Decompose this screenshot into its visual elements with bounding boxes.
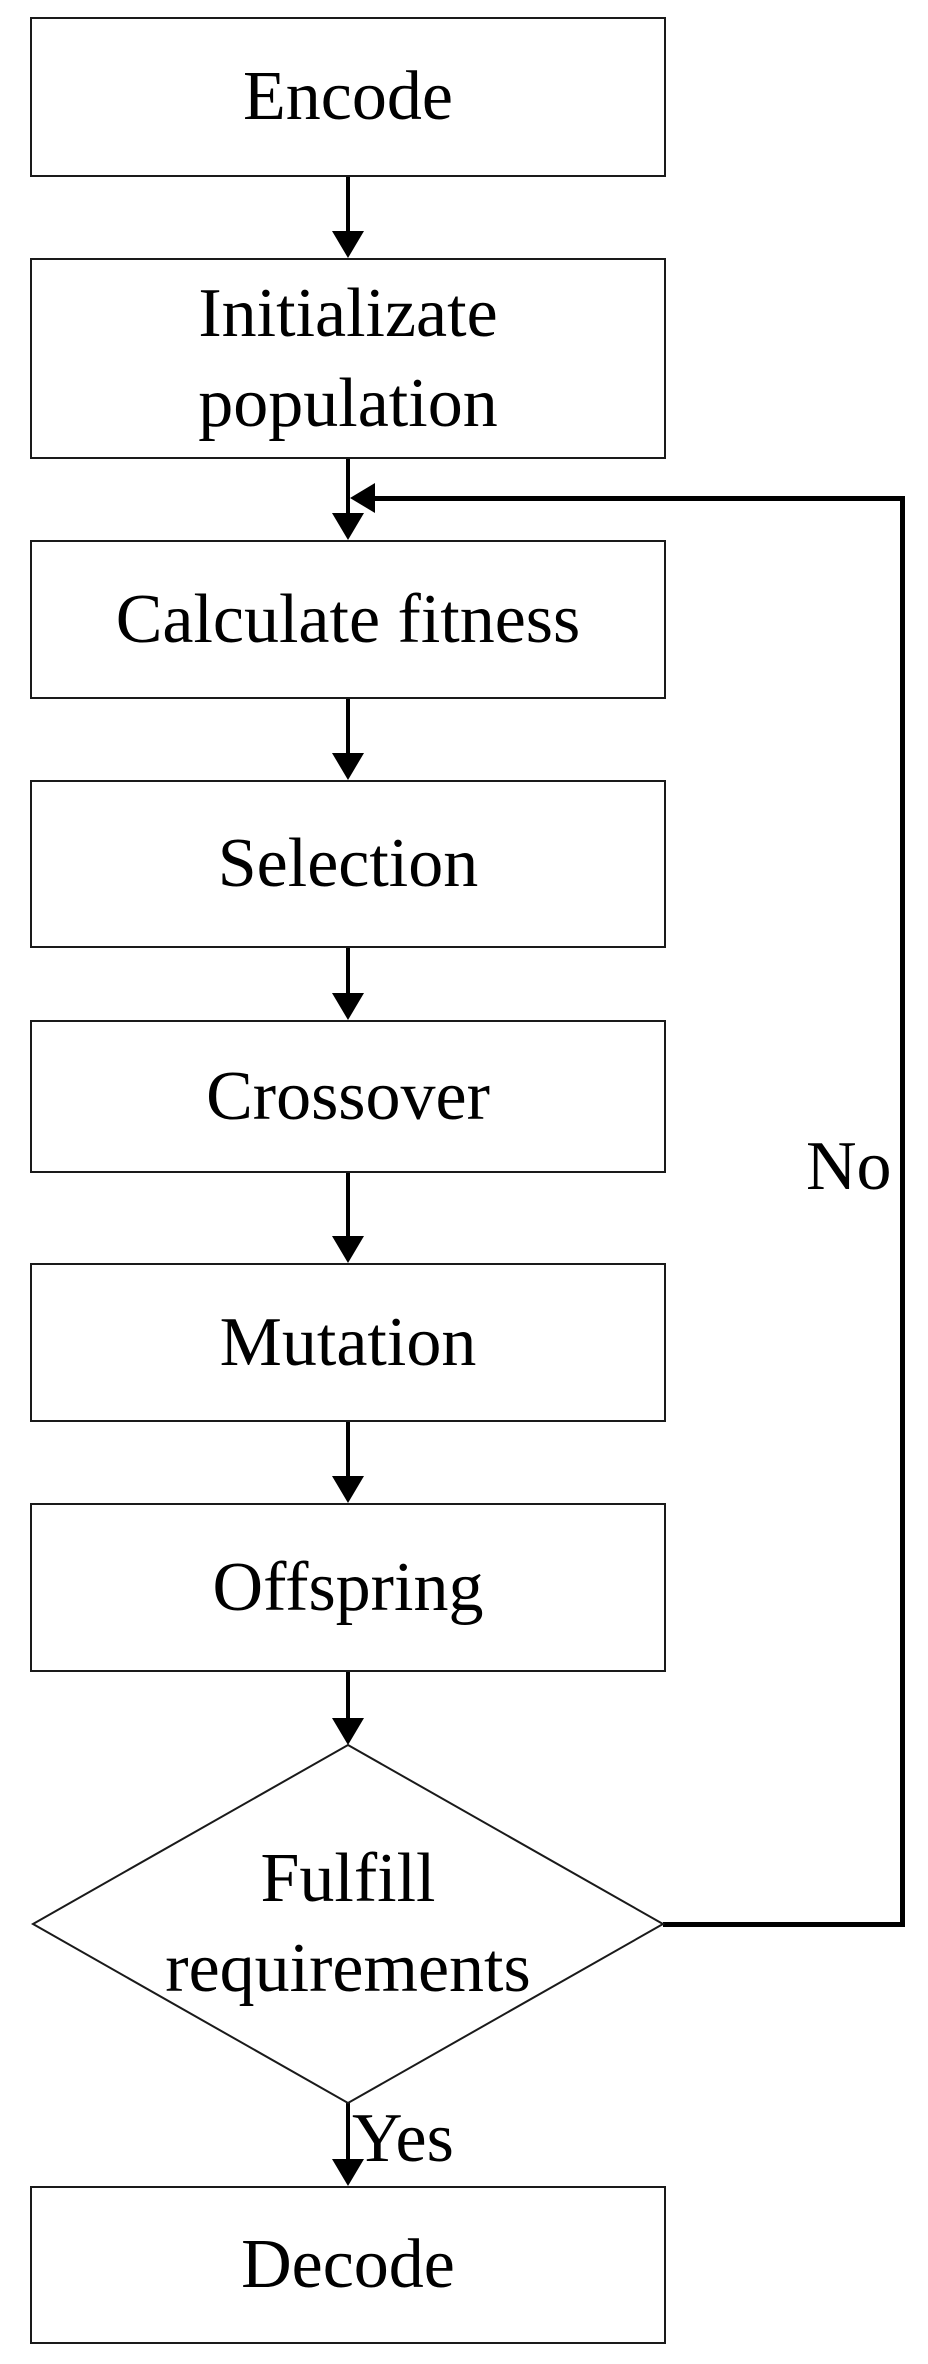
edge-calculate-to-selection-line xyxy=(346,699,350,755)
edge-initializate-to-calculate-arrowhead xyxy=(332,513,364,540)
decision-label-line1: Fulfill xyxy=(260,1840,436,1917)
node-encode: Encode xyxy=(30,17,666,177)
node-initializate-population-label-line1: Initializate xyxy=(198,274,498,352)
node-offspring: Offspring xyxy=(30,1503,666,1672)
edge-selection-to-crossover-arrowhead xyxy=(332,993,364,1020)
edge-selection-to-crossover-line xyxy=(346,948,350,995)
edge-offspring-to-decision-line xyxy=(346,1672,350,1720)
edge-calculate-to-selection-arrowhead xyxy=(332,753,364,780)
edge-crossover-to-mutation-arrowhead xyxy=(332,1236,364,1263)
edge-label-yes: Yes xyxy=(352,2100,454,2177)
edge-no-feedback-arrowhead xyxy=(350,483,375,513)
node-offspring-label: Offspring xyxy=(212,1548,484,1626)
node-calculate-fitness: Calculate fitness xyxy=(30,540,666,699)
edge-crossover-to-mutation-line xyxy=(346,1173,350,1238)
node-crossover: Crossover xyxy=(30,1020,666,1173)
decision-fulfill-requirements-shape xyxy=(30,1743,666,2105)
edge-no-feedback-top-segment xyxy=(373,496,902,501)
node-mutation-label: Mutation xyxy=(219,1303,477,1381)
node-selection: Selection xyxy=(30,780,666,948)
edge-no-feedback-bottom-segment xyxy=(663,1922,905,1927)
diamond-outline xyxy=(30,1743,666,2105)
decision-label-line2: requirements xyxy=(165,1930,531,2007)
edge-mutation-to-offspring-arrowhead xyxy=(332,1476,364,1503)
node-encode-label: Encode xyxy=(243,58,453,135)
edge-no-feedback-vertical-segment xyxy=(900,496,905,1927)
node-calculate-fitness-label: Calculate fitness xyxy=(115,580,581,658)
node-decode-label: Decode xyxy=(241,2226,455,2303)
edge-mutation-to-offspring-line xyxy=(346,1422,350,1478)
edge-encode-to-initializate-line xyxy=(346,177,350,233)
edge-decision-to-decode-line xyxy=(346,2103,350,2161)
edge-encode-to-initializate-arrowhead xyxy=(332,231,364,258)
edge-decision-to-decode-arrowhead xyxy=(332,2159,364,2186)
edge-offspring-to-decision-arrowhead xyxy=(332,1718,364,1745)
node-selection-label: Selection xyxy=(217,825,479,902)
decision-fulfill-requirements: Fulfill requirements xyxy=(30,1742,666,2106)
edge-label-no: No xyxy=(806,1128,892,1205)
node-initializate-population-label-line2: population xyxy=(198,364,498,442)
node-initializate-population: Initializate population xyxy=(30,258,666,459)
node-decode: Decode xyxy=(30,2186,666,2344)
node-mutation: Mutation xyxy=(30,1263,666,1422)
edge-initializate-to-calculate-line xyxy=(346,459,350,515)
node-crossover-label: Crossover xyxy=(206,1057,490,1135)
